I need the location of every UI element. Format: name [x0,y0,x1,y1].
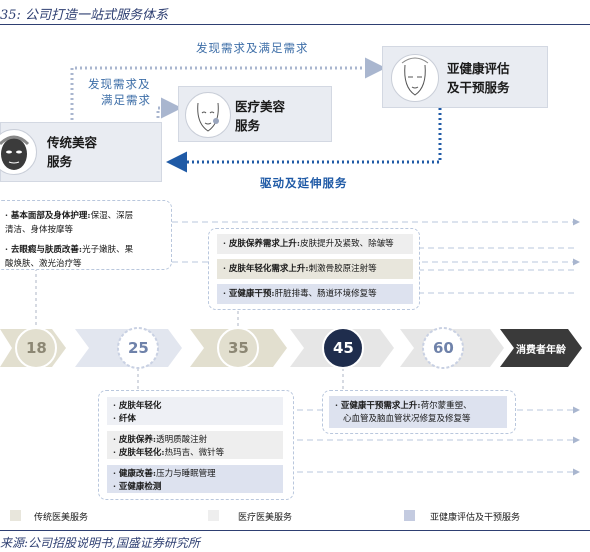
subhealth-demand-box: · 亚健康干预需求上升:荷尔蒙重塑、 心血管及脑血管状况修复及修复等 [322,390,516,434]
service-label-line2: 及干预服务 [447,80,510,95]
source-note: 来源:公司招股说明书,国盛证券研究所 [0,536,200,550]
age-circle-35 [217,327,259,369]
group-bar [107,465,283,493]
age-label-25: 25 [128,339,149,357]
list-item: 酸焕肤、激光治疗等 [5,259,82,269]
service-label-line1: 医疗美容 [235,99,286,114]
service-subhealth: 亚健康评估 及干预服务 [382,46,548,108]
face-wellness-icon [391,54,439,102]
list-item: · 亚健康检测 [113,482,162,492]
list-item: · 皮肤保养需求上升:皮肤提升及紧致、除皱等 [217,234,413,254]
group-bar [107,431,283,459]
list-item: · 亚健康干预需求上升:荷尔蒙重塑、 [335,401,472,411]
figure-title: 35: 公司打造一站式服务体系 [0,8,169,23]
rising-demand-box: · 皮肤保养需求上升:皮肤提升及紧致、除皱等 · 皮肤年轻化需求上升:刺激骨胶原… [208,228,420,310]
group-bar [107,397,283,425]
age-chevron-end [500,329,582,367]
age-label-35: 35 [228,339,249,357]
flow-label-middle-1: 发现需求及 [88,77,151,91]
top-divider [0,24,590,25]
age-label-45: 45 [333,339,354,357]
flow-label-top: 发现需求及满足需求 [196,41,309,55]
bottom-divider [0,530,590,531]
service-label-line2: 服务 [235,118,261,133]
list-item: · 皮肤年轻化 [113,401,162,411]
face-cream-icon [185,92,231,138]
service-traditional-beauty: 传统美容 服务 [0,122,162,182]
service-label-line1: 亚健康评估 [447,61,510,76]
list-item: · 皮肤年轻化需求上升:刺激骨胶原注射等 [217,259,413,279]
traditional-services-box: · 基本面部及身体护理:保湿、深层 清洁、身体按摩等 · 去眼瘕与肤质改善:光子… [0,200,172,270]
age-circle-18 [15,327,57,369]
age-circle-45 [322,327,364,369]
flow-label-bottom: 驱动及延伸服务 [260,176,348,190]
list-item: · 皮肤保养:透明质酸注射 [113,435,208,445]
age-axis [0,327,582,369]
service-label-line1: 传统美容 [47,135,98,150]
service-medical-beauty: 医疗美容 服务 [178,86,332,142]
list-item: · 基本面部及身体护理:保湿、深层 [5,211,134,221]
age-axis-end-label: 消费者年龄 [516,345,566,356]
legend-swatch [404,510,415,521]
legend-label: 传统医美服务 [34,513,89,523]
list-item: · 纤体 [113,414,136,424]
list-item: · 健康改善:压力与睡眠管理 [113,469,216,479]
legend-swatch [208,510,219,521]
list-item: 清洁、身体按摩等 [5,225,74,235]
age-25-services-box: · 皮肤年轻化 · 纤体 · 皮肤保养:透明质酸注射 · 皮肤年轻化:热玛吉、微… [98,390,294,500]
flow-label-middle-2: 满足需求 [101,93,151,107]
face-mask-icon [0,129,37,175]
list-item: 心血管及脑血管状况修复及修复等 [343,414,471,424]
list-item: · 亚健康干预:肝脏排毒、肠道环境修复等 [217,284,413,304]
legend-label: 医疗医美服务 [238,513,293,523]
list-item: · 皮肤年轻化:热玛吉、微针等 [113,448,225,458]
age-circle-60 [422,327,464,369]
age-circle-25 [117,327,159,369]
group-bar [329,396,507,428]
age-label-18: 18 [26,339,47,357]
age-label-60: 60 [433,339,454,357]
list-item: · 去眼瘕与肤质改善:光子嫩肤、果 [5,245,134,255]
legend-swatch [10,510,21,521]
legend-label: 亚健康评估及干预服务 [430,513,521,523]
service-label-line2: 服务 [47,154,73,169]
